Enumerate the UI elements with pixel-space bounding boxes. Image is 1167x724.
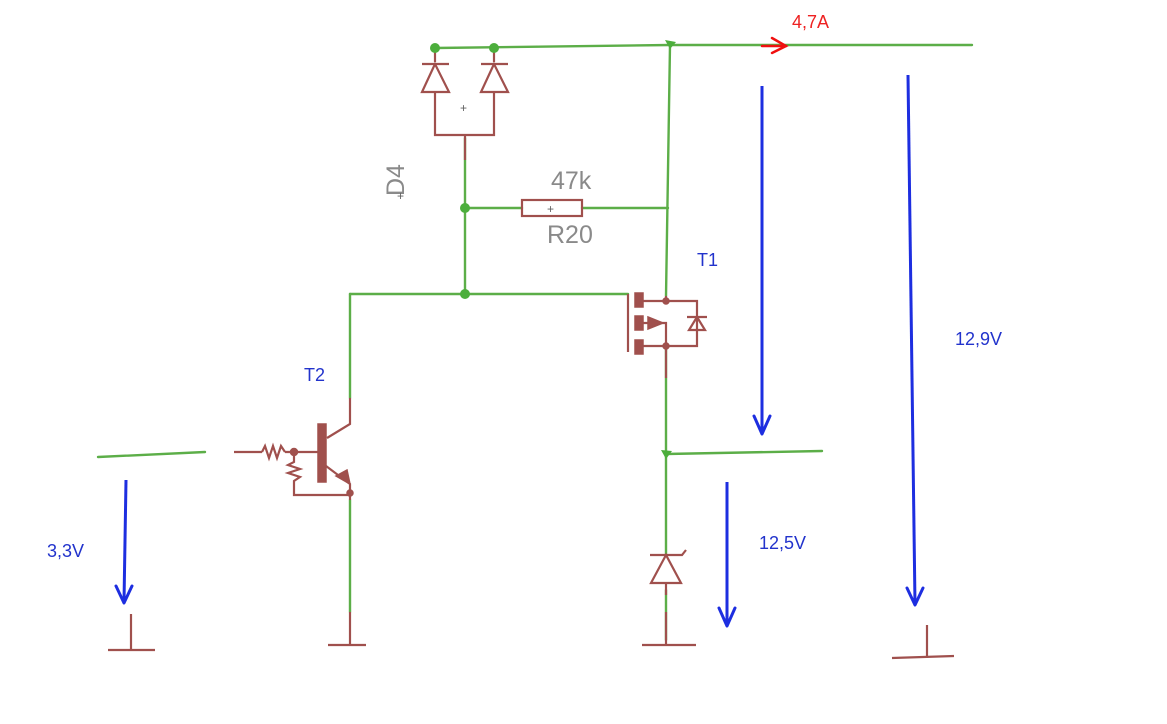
junction-mid-tap: [661, 450, 672, 459]
ground-symbols: [108, 612, 955, 660]
current-annotation: 4,7A: [760, 12, 829, 55]
arrow-input-voltage: [122, 479, 128, 603]
mosfet-t1-node-drain: [662, 297, 670, 305]
mosfet-t1-arrow: [647, 315, 666, 331]
mosfet-t1-channel-mid: [634, 315, 644, 331]
bjt-t2-bias-resistor: [284, 452, 350, 497]
arrow-supply-voltage: [906, 74, 917, 605]
mosfet-t1-diode-frame: [666, 299, 699, 348]
input-voltage-label: 3,3V: [47, 541, 84, 561]
bjt-t2: T2: [261, 365, 354, 500]
zener-diode: [649, 549, 687, 595]
arrow-input-voltage-head: [114, 584, 134, 605]
resistor-r20-origin-mark: +: [547, 202, 554, 216]
arrow-drain-source-head: [752, 414, 772, 436]
bjt-t2-emitter-arrow: [334, 468, 352, 486]
bjt-t2-label: T2: [304, 365, 325, 385]
junctions: [430, 40, 676, 459]
junction-rail-tap: [665, 40, 676, 49]
resistor-r20: + 47k R20: [520, 167, 593, 249]
diode-d4-label: D4: [382, 164, 410, 196]
mosfet-t1: T1: [626, 250, 718, 378]
zener-diode-bar: [650, 549, 687, 557]
resistor-r20-value: 47k: [551, 167, 592, 195]
mid-voltage-label: 12,5V: [759, 533, 806, 553]
junction-gate-node: [460, 289, 470, 299]
diode-d4-left-triangle: [420, 61, 451, 94]
arrow-supply-voltage-head: [905, 586, 925, 607]
diode-d4-origin-mark: +: [460, 101, 467, 115]
diode-d4: + D4 +: [382, 48, 510, 203]
junction-top-right: [489, 43, 499, 53]
bjt-t2-emitter-node: [346, 489, 354, 497]
bjt-t2-base-bar: [317, 423, 327, 483]
wire-input: [96, 450, 207, 459]
mosfet-t1-diode-triangle: [687, 314, 707, 332]
zener-diode-triangle: [649, 552, 683, 585]
current-arrow-head: [770, 36, 789, 55]
diode-d4-right-triangle: [479, 61, 510, 94]
junction-top-left: [430, 43, 440, 53]
mosfet-t1-label: T1: [697, 250, 718, 270]
wire-mid-output: [664, 449, 824, 456]
bjt-t2-collector-lead: [326, 398, 352, 439]
ground-supply-bar: [891, 654, 955, 660]
mosfet-t1-channel-bottom: [634, 339, 644, 355]
bjt-t2-base-resistor: [261, 442, 286, 462]
wire-top-rail: [433, 43, 974, 50]
wire-t1-drain-vertical: [664, 43, 672, 298]
mosfet-t1-channel-top: [634, 292, 644, 308]
diode-d4-label-origin: +: [397, 189, 404, 203]
junction-r20-node: [460, 203, 470, 213]
voltage-annotations: 3,3V 12,5V 12,9V: [47, 74, 1002, 628]
supply-voltage-label: 12,9V: [955, 329, 1002, 349]
current-label: 4,7A: [792, 12, 829, 32]
resistor-r20-body: [520, 198, 584, 218]
arrow-mid-voltage-head: [717, 606, 737, 628]
wires: [96, 43, 974, 642]
resistor-r20-ref: R20: [547, 221, 593, 249]
